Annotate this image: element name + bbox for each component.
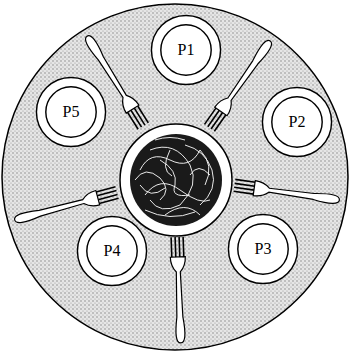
plate: P2 [261,86,333,158]
fork [170,237,189,343]
spaghetti-strands [135,138,214,217]
plate: P4 [76,215,148,287]
philosopher-label: P3 [227,241,299,257]
spaghetti [130,134,222,226]
philosopher-label: P5 [35,104,107,120]
plate: P3 [227,213,299,285]
plate: P5 [35,76,107,148]
table [2,4,348,350]
philosopher-label: P4 [76,243,148,259]
philosopher-label: P1 [150,42,222,58]
fork [233,178,340,208]
plate: P1 [150,14,222,86]
philosopher-label: P2 [261,114,333,130]
bowl [120,124,232,236]
